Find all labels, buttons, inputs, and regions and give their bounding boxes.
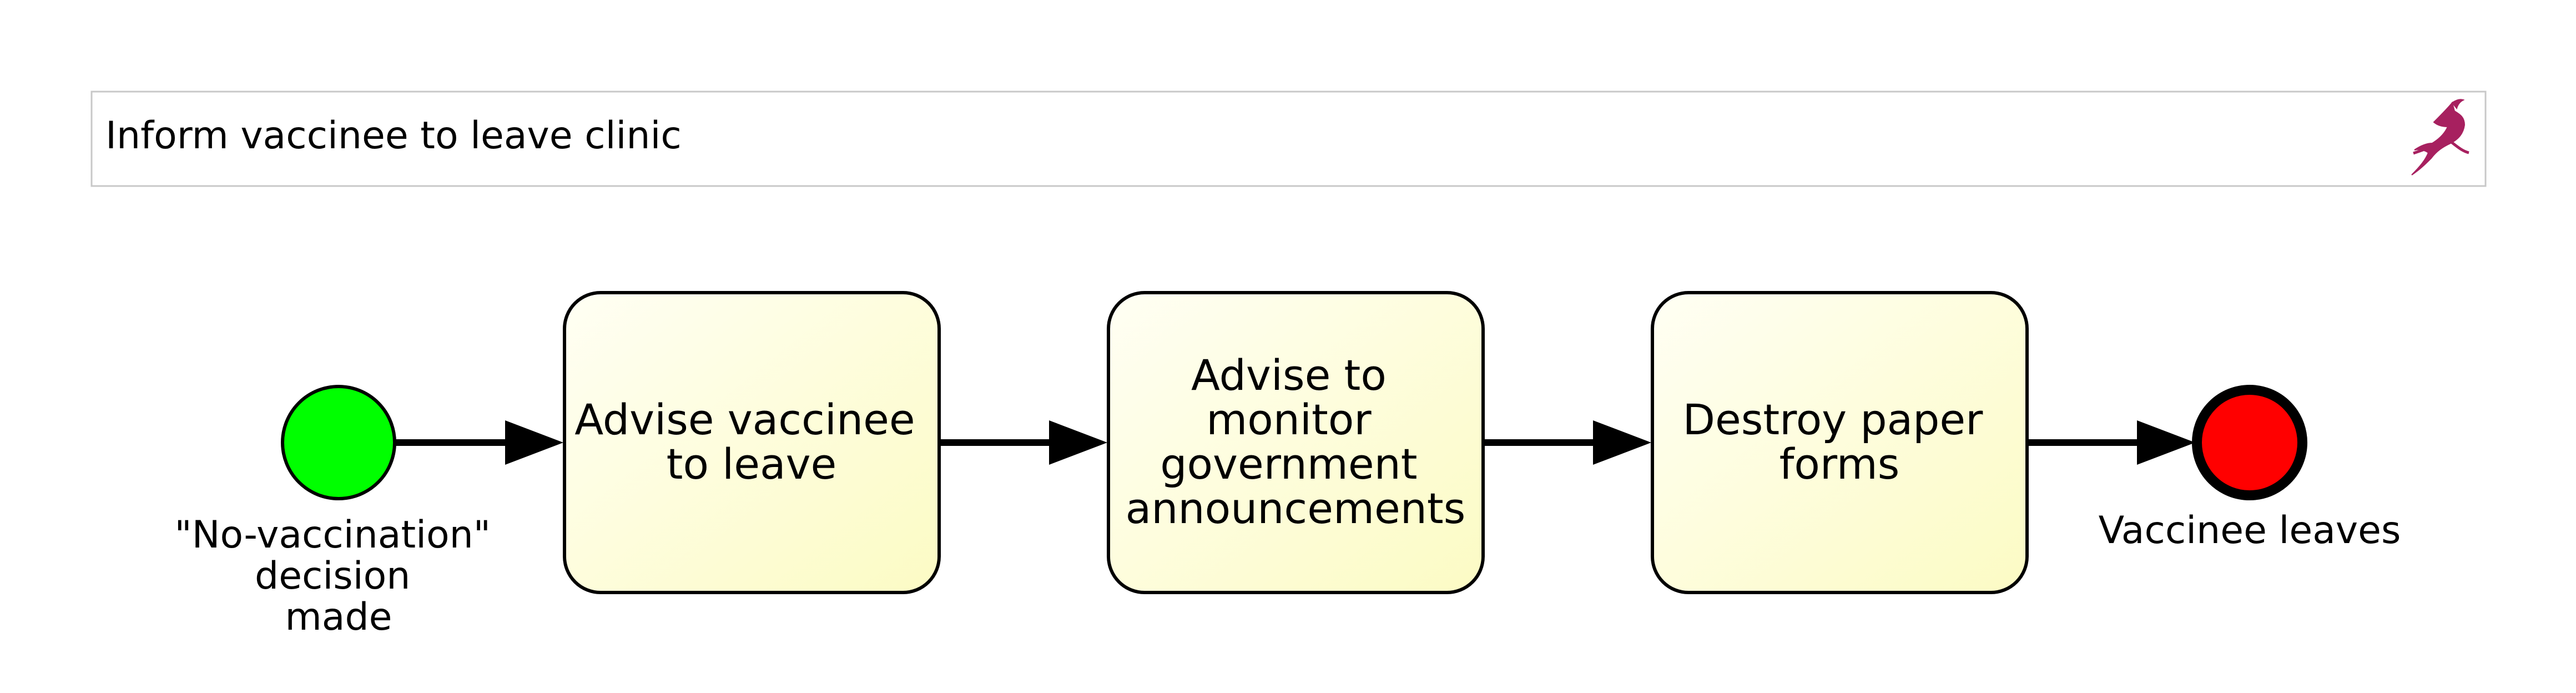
- task-label: Advise vaccinee to leave: [574, 395, 929, 489]
- process-title: Inform vaccinee to leave clinic: [105, 114, 682, 158]
- task-label: Destroy paper forms: [1682, 395, 1996, 489]
- task-box: [1651, 291, 2029, 594]
- end-event-label: Vaccinee leaves: [2099, 509, 2401, 553]
- task-box: [563, 291, 941, 594]
- task-advise-to-monitor-government-announcements[interactable]: Advise to monitor government announcemen…: [1107, 291, 1485, 594]
- start-event-label: "No-vaccination" decision made: [174, 513, 502, 639]
- gazelle-logo-icon: [2411, 99, 2469, 175]
- task-destroy-paper-forms[interactable]: Destroy paper forms: [1651, 291, 2029, 594]
- sequence-flows: [396, 420, 2195, 465]
- task-advise-vaccinee-to-leave[interactable]: Advise vaccinee to leave: [563, 291, 941, 594]
- sequence-flow-4: [2027, 420, 2195, 465]
- process-header: Inform vaccinee to leave clinic: [90, 91, 2487, 187]
- start-event-circle: [281, 385, 396, 500]
- task-box: [1107, 291, 1485, 594]
- end-event[interactable]: Vaccinee leaves: [2099, 385, 2401, 553]
- task-label: Advise to monitor government announcemen…: [1126, 350, 1466, 533]
- sequence-flow-1: [396, 420, 563, 465]
- end-event-circle: [2192, 385, 2307, 500]
- start-event[interactable]: "No-vaccination" decision made: [174, 385, 502, 639]
- process-header-frame: [90, 91, 2487, 187]
- sequence-flow-3: [1483, 420, 1651, 465]
- sequence-flow-2: [939, 420, 1107, 465]
